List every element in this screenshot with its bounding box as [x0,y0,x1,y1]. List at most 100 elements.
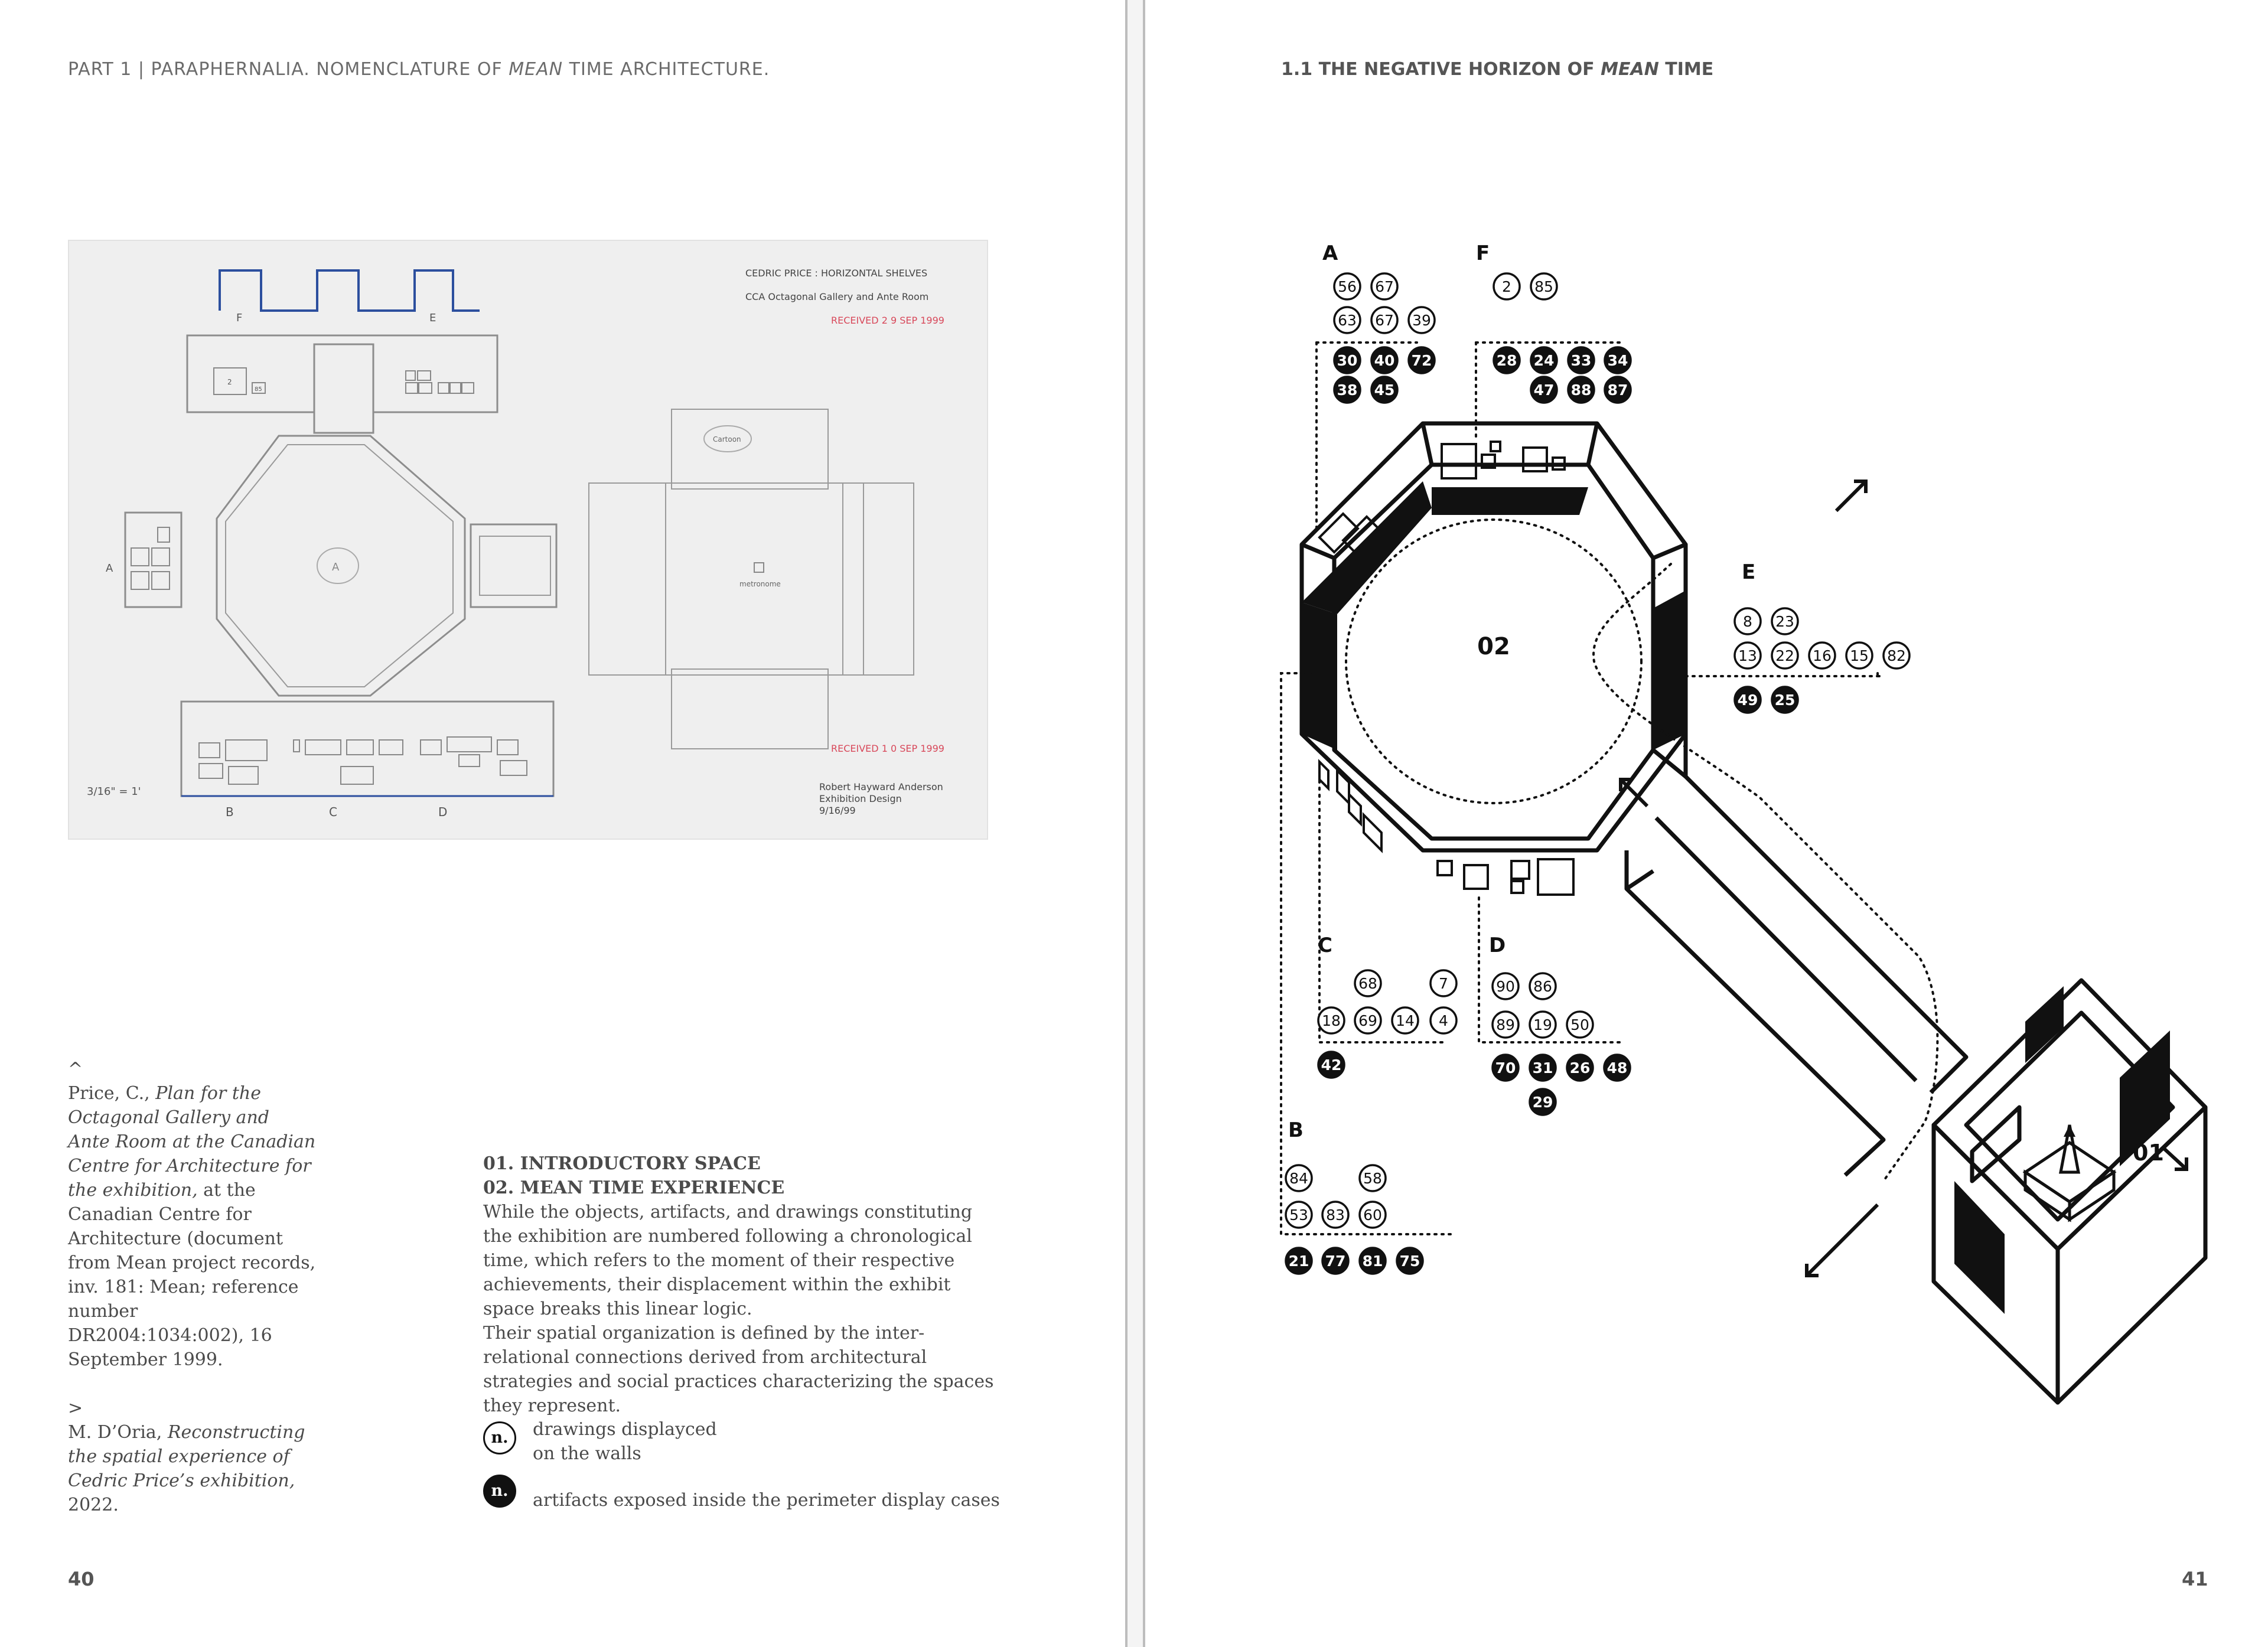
badge-number: 39 [1412,312,1431,329]
room-01-label: 01 [2133,1140,2164,1166]
artifact-badge [1333,376,1361,404]
corridor [1624,734,1969,1177]
heading-introductory-space: 01. INTRODUCTORY SPACE [483,1153,761,1174]
left-running-header: PART 1 | PARAPHERNALIA. NOMENCLATURE OF … [68,59,770,80]
badge-number: 15 [1850,647,1869,664]
plan-credit-3: 9/16/99 [819,805,856,816]
drawing-badge [1285,1201,1313,1229]
plan-label-e: E [429,312,436,324]
badge-number: 75 [1400,1253,1420,1270]
badge-number: 30 [1337,352,1358,369]
badge-number: 86 [1533,978,1552,995]
plan-credit-2: Exhibition Design [819,793,902,804]
caption-marker-right: > [68,1398,83,1418]
svg-text:2: 2 [227,378,232,386]
plan-label-c: C [329,805,337,819]
drawing-badge [1370,272,1399,301]
figure-caption: ^ Price, C., Plan for the Octagonal Gall… [68,1057,316,1517]
artifact-badge [1317,1051,1345,1079]
room-02-label: 02 [1477,633,1510,660]
artifact-badge [1529,1088,1557,1116]
badge-number: 26 [1570,1059,1591,1077]
artifact-badge [1321,1247,1350,1275]
plan-label-a: A [106,562,113,575]
view-arrows [1619,480,2188,1277]
badge-number: 24 [1534,352,1555,369]
svg-text:85: 85 [255,386,262,393]
drawing-badge [1733,641,1762,670]
badge-number: 16 [1813,647,1832,664]
drawing-badge [1529,1010,1557,1039]
wall-bands [1302,481,1686,750]
plan-received-stamp-2: RECEIVED 1 0 SEP 1999 [831,743,944,754]
page-number-right: 41 [2182,1568,2208,1590]
badge-number: 42 [1321,1056,1342,1074]
artifact-badge [1491,1054,1520,1082]
caption-marker-up: ^ [68,1059,83,1079]
plan-pulse-line [219,269,480,312]
badge-number: 90 [1496,978,1515,995]
ante-room [1931,978,2208,1405]
badge-number: 21 [1289,1253,1309,1270]
plan-metronome-label: metronome [739,580,781,588]
badge-number: 8 [1743,613,1752,630]
plan-title-1: CEDRIC PRICE : HORIZONTAL SHELVES [745,268,927,279]
badge-number: 19 [1533,1016,1552,1033]
right-running-header: 1.1 THE NEGATIVE HORIZON OF MEAN TIME [1281,59,1714,80]
plan-title-2: CCA Octagonal Gallery and Ante Room [745,291,928,302]
axonometric-diagram: 02 01 [1280,242,2208,1405]
caption-source-1: Price, C., Plan for the Octagonal Galler… [68,1083,316,1370]
inner-circle [1345,518,1643,804]
badge-number: 4 [1439,1012,1448,1029]
legend-filled: n. artifacts exposed inside the perimete… [483,1475,1015,1518]
badge-number: 7 [1439,975,1448,992]
drawing-badge [1391,1006,1419,1035]
body-paragraph-1: While the objects, artifacts, and drawin… [483,1202,973,1319]
plan-label-f: F [236,312,242,324]
drawing-badge [1354,969,1382,997]
badge-number: 85 [1534,278,1553,295]
badge-number: 72 [1412,352,1432,369]
artifact-badge [1567,376,1595,404]
badge-number: 88 [1571,381,1592,399]
badge-number: 67 [1375,278,1394,295]
diagram-label-d: D [1489,934,1506,957]
badge-number: 56 [1338,278,1357,295]
badge-number: 31 [1533,1059,1553,1077]
artifact-badge [1370,346,1399,374]
legend-filled-text: artifacts exposed inside the perimeter d… [533,1490,1000,1511]
badge-number: 81 [1363,1253,1383,1270]
badge-number: 18 [1322,1012,1341,1029]
badge-number: 68 [1358,975,1377,992]
body-text: 01. INTRODUCTORY SPACE 02. MEAN TIME EXP… [483,1152,997,1418]
badge-number: 48 [1607,1059,1628,1077]
badge-number: 25 [1775,692,1795,709]
drawing-badge [1529,972,1557,1000]
badge-number: 67 [1375,312,1394,329]
leader-lines [1280,341,1881,1235]
caption-source-2: M. D’Oria, Reconstructing the spatial ex… [68,1422,305,1515]
diagram-label-f: F [1476,242,1490,265]
badge-number: 28 [1497,352,1517,369]
artifact-badge [1493,346,1521,374]
badge-number: 49 [1738,692,1758,709]
artifact-badge [1285,1247,1313,1275]
drawing-badge [1321,1201,1350,1229]
pedestal [2022,1124,2117,1222]
drawing-badge [1358,1201,1387,1229]
drawing-badge [1429,1006,1458,1035]
badge-number: 60 [1363,1206,1382,1224]
ante-room-panels [1954,986,2170,1314]
artifact-badge [1567,346,1595,374]
plan-cartoon-label: Cartoon [713,435,741,443]
badge-number: 69 [1358,1012,1377,1029]
heading-mean-time-experience: 02. MEAN TIME EXPERIENCE [483,1178,785,1198]
badge-number: 63 [1338,312,1357,329]
badge-number: 23 [1775,613,1794,630]
drawing-badge [1882,641,1911,670]
badge-number: 70 [1495,1059,1516,1077]
badge-number: 84 [1289,1170,1308,1187]
